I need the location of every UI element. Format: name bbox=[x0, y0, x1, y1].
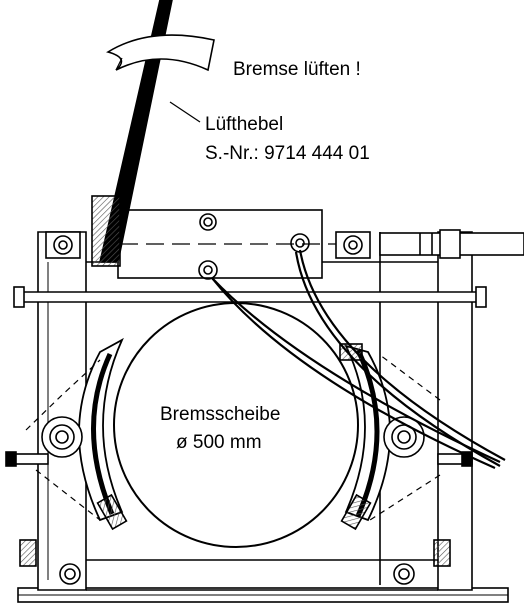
brake-disc bbox=[113, 302, 359, 548]
tag-banner bbox=[106, 34, 215, 72]
lever-serial-label: S.-Nr.: 9714 444 01 bbox=[205, 143, 370, 164]
release-instruction-label: Bremse lüften ! bbox=[233, 59, 361, 80]
lever-name-label: Lüfthebel bbox=[205, 114, 284, 135]
disc-name-label: Bremsscheibe bbox=[160, 404, 281, 425]
disc-diameter-label: ø 500 mm bbox=[176, 432, 262, 453]
